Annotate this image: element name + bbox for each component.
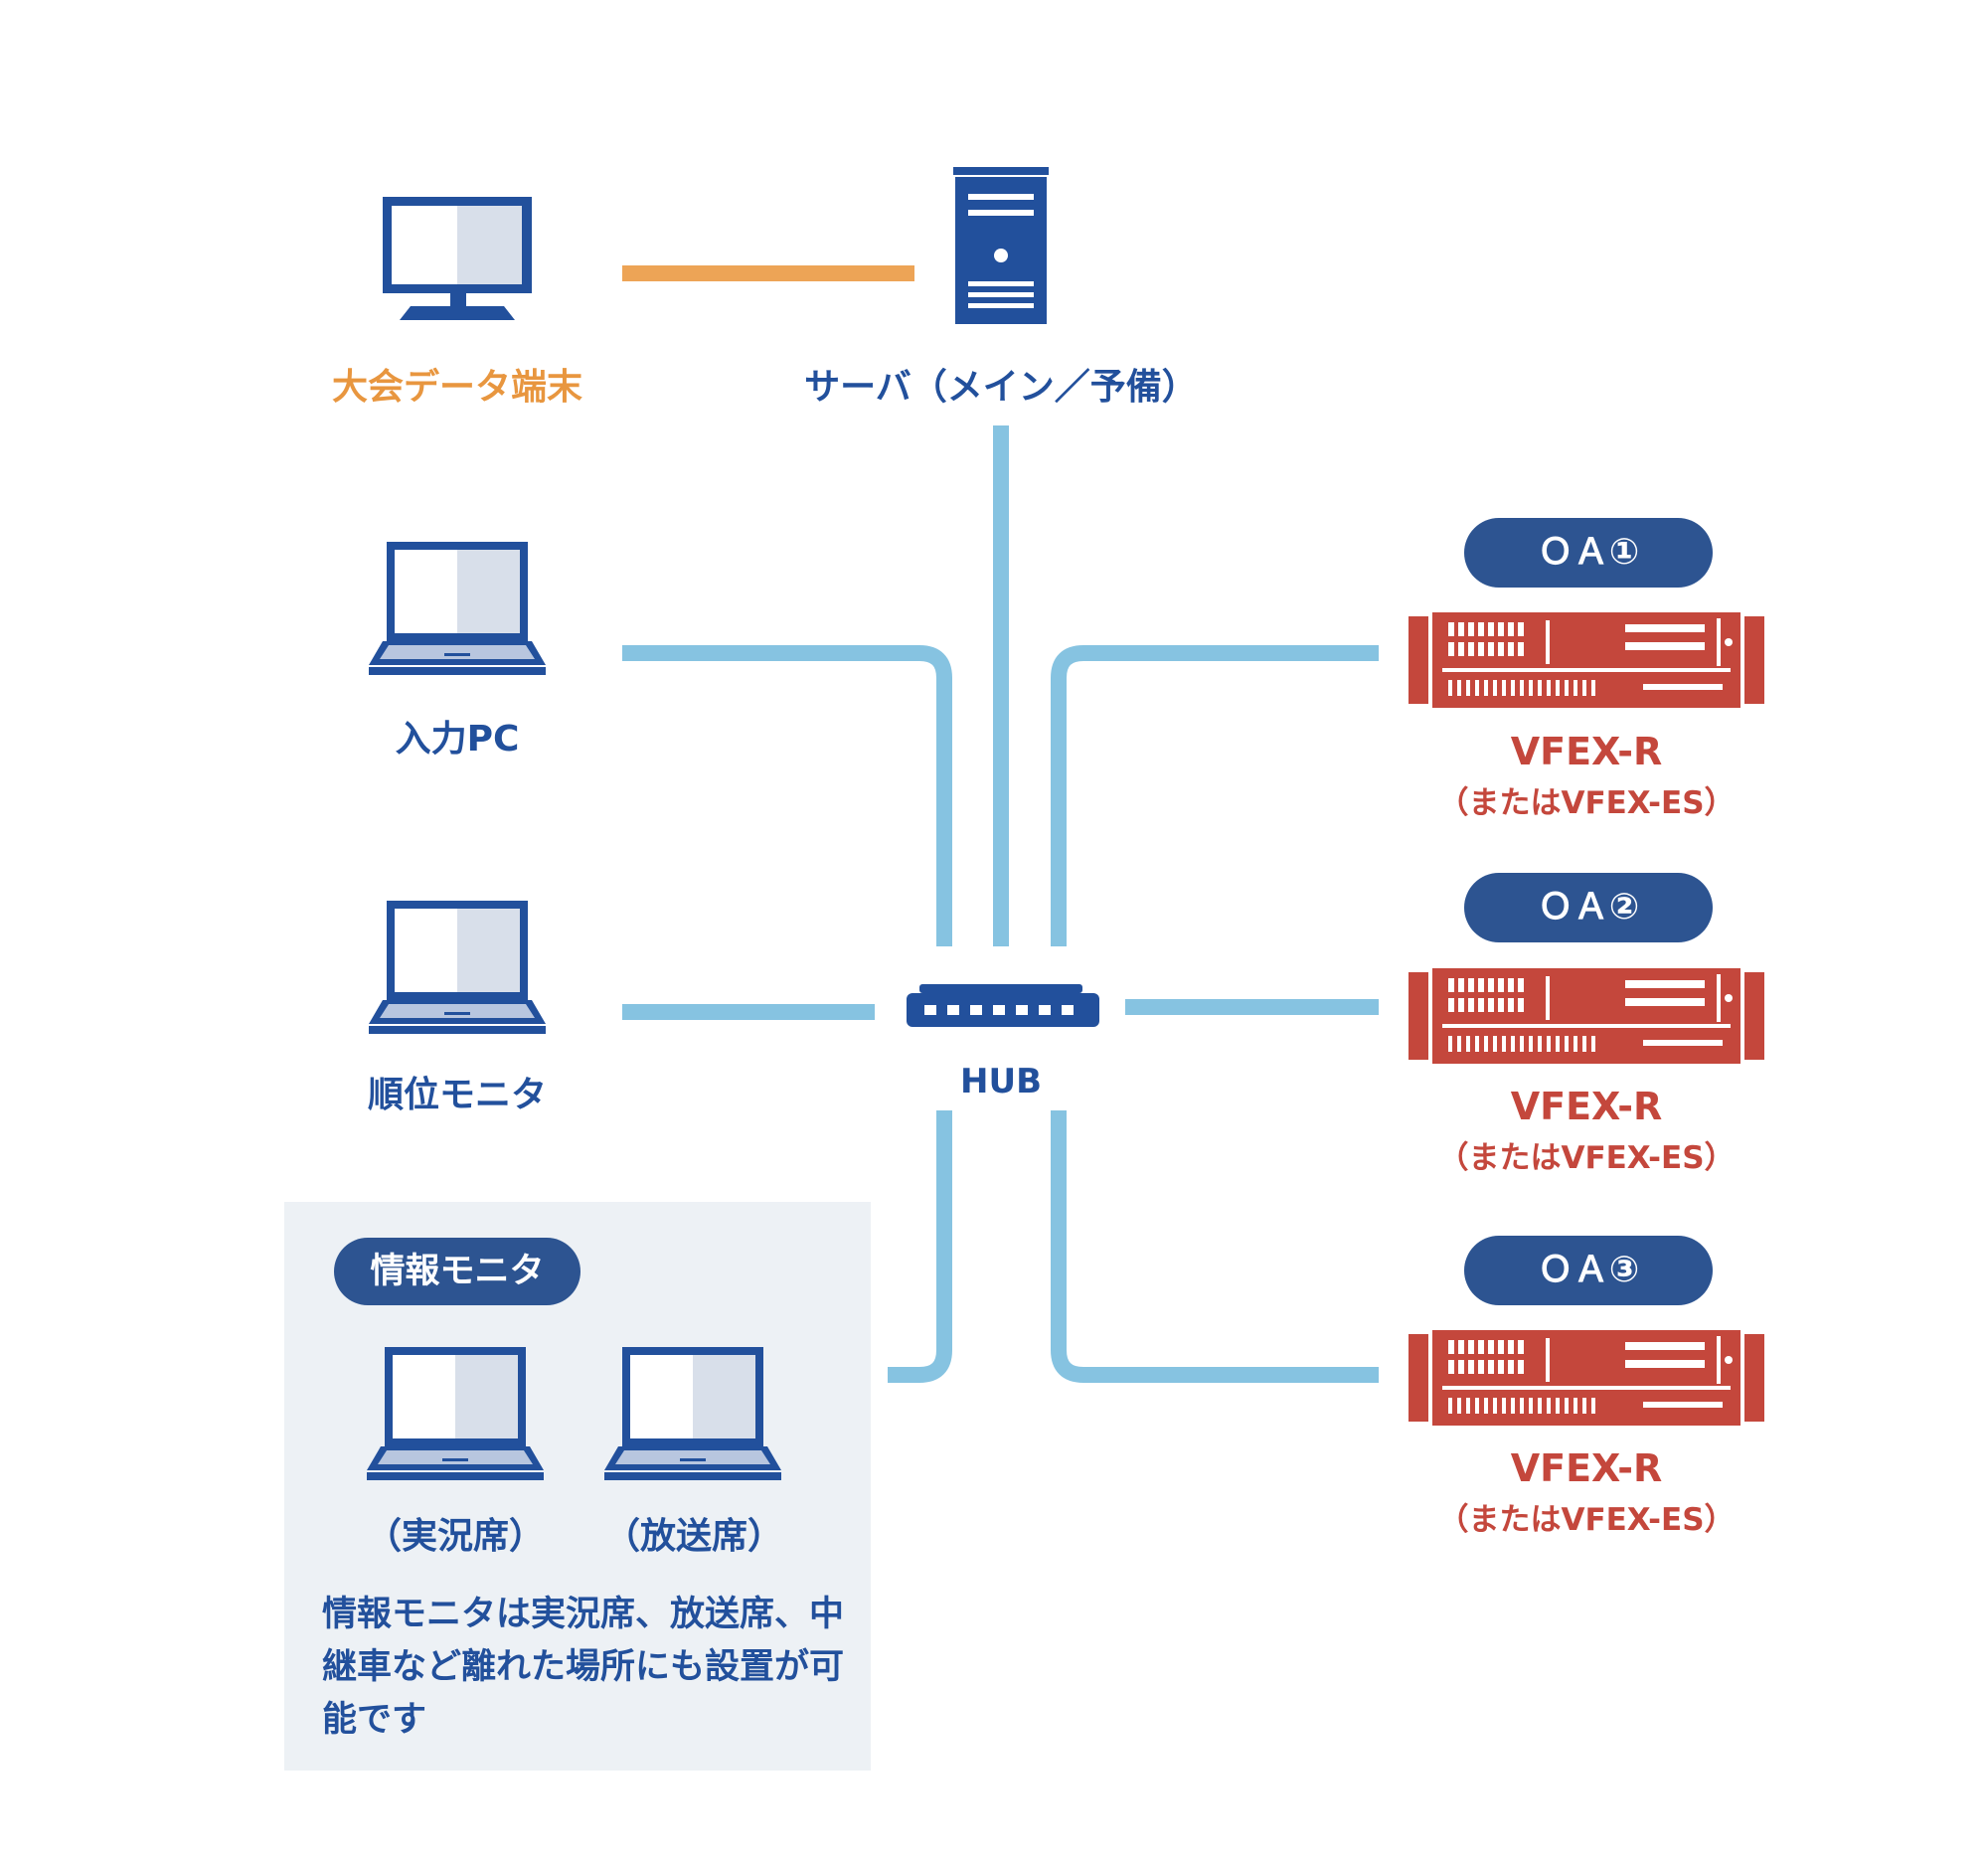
lan-cable-info-monitor (888, 1110, 952, 1383)
input-pc-label: 入力PC (395, 719, 520, 760)
oa2-badge: ＯＡ② (1464, 873, 1713, 942)
laptop-icon (367, 1347, 544, 1480)
hub-icon (907, 984, 1099, 1027)
hub-label: HUB (960, 1062, 1042, 1101)
oa1-alt-label: （またはVFEX-ES） (1437, 785, 1736, 821)
oa3-model-label: VFEX-R (1510, 1446, 1663, 1490)
broadcast-seat-label: （放送席） (603, 1516, 783, 1557)
rack-unit-icon (1408, 968, 1764, 1064)
laptop-icon (369, 542, 546, 675)
cables (622, 265, 1379, 1383)
info-monitor-badge: 情報モニタ (334, 1238, 580, 1305)
commentary-seat-label: （実況席） (365, 1516, 545, 1557)
oa1-model-label: VFEX-R (1510, 730, 1663, 773)
lan-cable-oa3 (1051, 1110, 1379, 1383)
lan-cable-input-pc (622, 645, 952, 946)
rack-unit-icon (1408, 1330, 1764, 1426)
desktop-monitor-icon (383, 197, 532, 320)
info-monitor-note: 情報モニタは実況席、放送席、中継車など離れた場所にも設置が可能です (322, 1595, 845, 1740)
oa2-alt-label: （またはVFEX-ES） (1437, 1140, 1736, 1176)
lan-cable-oa1 (1051, 645, 1379, 946)
laptop-icon (604, 1347, 781, 1480)
oa2-model-label: VFEX-R (1510, 1085, 1663, 1128)
rack-unit-icon (1408, 612, 1764, 708)
oa1-badge: ＯＡ① (1464, 518, 1713, 588)
server-tower-icon (953, 167, 1049, 324)
oa3-badge: ＯＡ③ (1464, 1236, 1713, 1305)
data-terminal-label: 大会データ端末 (331, 367, 582, 408)
laptop-icon (369, 901, 546, 1034)
oa3-alt-label: （またはVFEX-ES） (1437, 1502, 1736, 1538)
rank-monitor-label: 順位モニタ (367, 1075, 547, 1115)
server-label: サーバ（メイン／予備） (804, 367, 1198, 408)
